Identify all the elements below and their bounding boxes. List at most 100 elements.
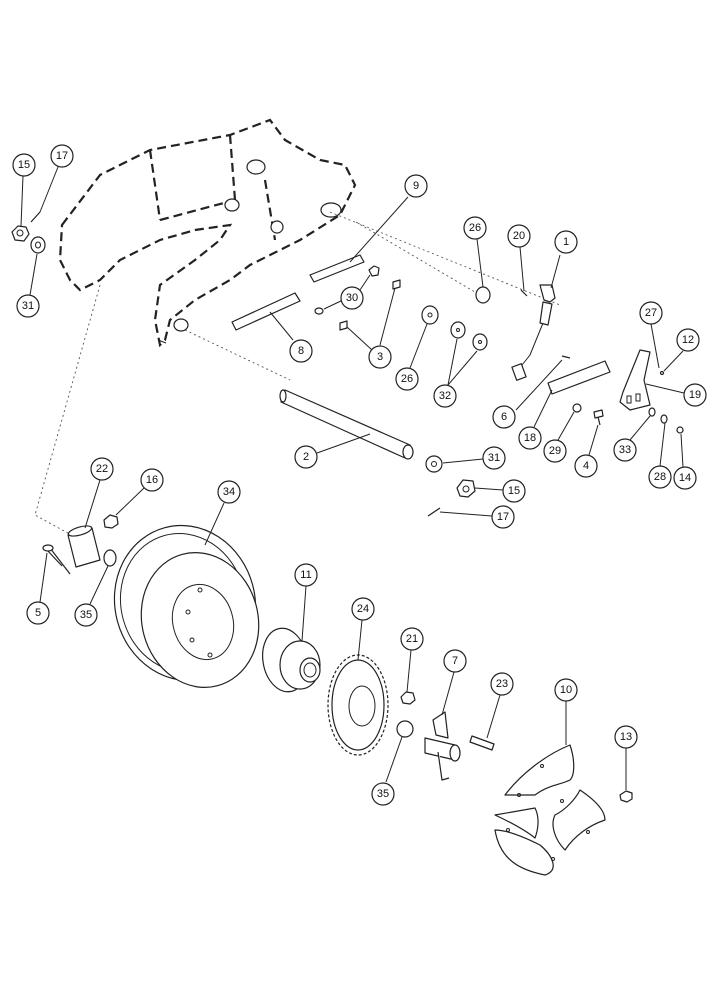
- callout-32: 32: [433, 338, 478, 408]
- svg-text:26: 26: [469, 222, 481, 234]
- svg-text:3: 3: [377, 351, 383, 363]
- callout-21: 21: [400, 627, 424, 693]
- svg-text:5: 5: [35, 607, 41, 619]
- wheel-rim-part-34: [113, 524, 260, 688]
- callout-31-top: 31: [16, 253, 40, 318]
- callout-11: 11: [294, 563, 318, 642]
- svg-text:35: 35: [377, 788, 389, 800]
- callout-7: 7: [441, 649, 467, 716]
- svg-text:35: 35: [80, 609, 92, 621]
- nut-part-14: [676, 426, 684, 434]
- svg-text:16: 16: [146, 474, 158, 486]
- bolt-part-5: [42, 544, 71, 575]
- bar-part-9: [309, 254, 365, 283]
- callout-14: 14: [673, 433, 697, 490]
- svg-text:9: 9: [413, 180, 419, 192]
- bushing-part-22: [67, 525, 101, 568]
- plate-part-18: [547, 360, 611, 395]
- callout-13: 13: [614, 725, 638, 790]
- callout-layer: 1 2 3 4 5 6 7: [12, 144, 707, 806]
- svg-text:22: 22: [96, 463, 108, 475]
- nut-part-13: [619, 790, 633, 803]
- svg-text:14: 14: [679, 472, 691, 484]
- shaft-part-2: [279, 389, 414, 460]
- callout-3: 3: [346, 287, 396, 369]
- svg-text:2: 2: [303, 451, 309, 463]
- callout-4: 4: [574, 424, 599, 478]
- svg-text:30: 30: [346, 292, 358, 304]
- svg-text:17: 17: [497, 511, 509, 523]
- screw-part-3: [339, 279, 401, 331]
- callout-29: 29: [543, 411, 575, 463]
- pin-part-20: [520, 289, 528, 297]
- svg-text:13: 13: [620, 731, 632, 743]
- svg-text:33: 33: [619, 444, 631, 456]
- svg-text:11: 11: [300, 569, 311, 581]
- callout-15-top: 15: [12, 153, 36, 227]
- svg-text:28: 28: [654, 471, 666, 483]
- svg-text:1: 1: [563, 236, 569, 248]
- nut-part-15-bottom: [456, 479, 476, 498]
- svg-text:17: 17: [56, 150, 68, 162]
- callout-6: 6: [492, 359, 563, 429]
- callout-34: 34: [204, 480, 241, 546]
- svg-text:15: 15: [508, 485, 520, 497]
- svg-text:31: 31: [22, 300, 34, 312]
- callout-27: 27: [639, 301, 663, 369]
- svg-text:27: 27: [645, 307, 657, 319]
- svg-text:18: 18: [524, 432, 536, 444]
- washer-part-31-top: [30, 236, 46, 254]
- svg-text:24: 24: [357, 603, 369, 615]
- hub-part-11: [262, 627, 321, 693]
- svg-text:6: 6: [501, 411, 507, 423]
- svg-text:4: 4: [583, 460, 589, 472]
- callout-17-top: 17: [39, 144, 74, 213]
- washer-part-26: [421, 286, 491, 325]
- svg-text:10: 10: [560, 684, 572, 696]
- svg-text:29: 29: [549, 445, 561, 457]
- nut-part-30: [314, 265, 380, 315]
- bracket-part-7: [424, 711, 461, 781]
- sensor-part-1: [511, 284, 556, 381]
- disc-part-10: [494, 744, 606, 876]
- cotter-pin-part-17-top: [30, 211, 41, 223]
- assembly-guide-lines: [34, 211, 561, 538]
- callout-1: 1: [550, 230, 578, 289]
- svg-text:23: 23: [496, 678, 508, 690]
- svg-text:19: 19: [689, 389, 701, 401]
- callout-31-bottom: 31: [442, 446, 506, 470]
- svg-text:15: 15: [18, 159, 30, 171]
- callout-24: 24: [351, 597, 375, 661]
- svg-text:26: 26: [401, 373, 413, 385]
- callout-19: 19: [645, 383, 707, 407]
- callout-35-right: 35: [371, 736, 403, 806]
- wheel-arm-frame: [58, 118, 357, 348]
- washer-part-29: [572, 403, 582, 413]
- callout-15-bottom: 15: [474, 479, 526, 503]
- callout-8: 8: [269, 311, 313, 363]
- callout-33: 33: [613, 415, 651, 462]
- callout-18: 18: [518, 389, 553, 450]
- washer-part-28: [660, 414, 668, 424]
- washer-part-35-right: [396, 720, 414, 738]
- callout-2: 2: [294, 433, 371, 469]
- svg-text:12: 12: [682, 334, 694, 346]
- pin-part-23: [469, 735, 495, 751]
- callout-26-bottom: 26: [395, 323, 428, 391]
- washer-part-35-left: [103, 549, 117, 567]
- washer-part-32: [450, 321, 488, 351]
- callout-23: 23: [486, 672, 514, 739]
- callout-5: 5: [26, 552, 50, 625]
- svg-text:31: 31: [488, 452, 500, 464]
- callout-17-bottom: 17: [439, 505, 515, 529]
- callout-9: 9: [349, 174, 428, 263]
- bracket-part-19: [619, 349, 651, 411]
- nut-part-16: [103, 514, 119, 529]
- svg-text:32: 32: [439, 390, 451, 402]
- svg-text:20: 20: [513, 230, 525, 242]
- callout-22: 22: [84, 457, 114, 529]
- bolt-part-6: [561, 355, 571, 359]
- washer-part-31-bottom: [425, 455, 443, 473]
- callout-12: 12: [663, 328, 700, 372]
